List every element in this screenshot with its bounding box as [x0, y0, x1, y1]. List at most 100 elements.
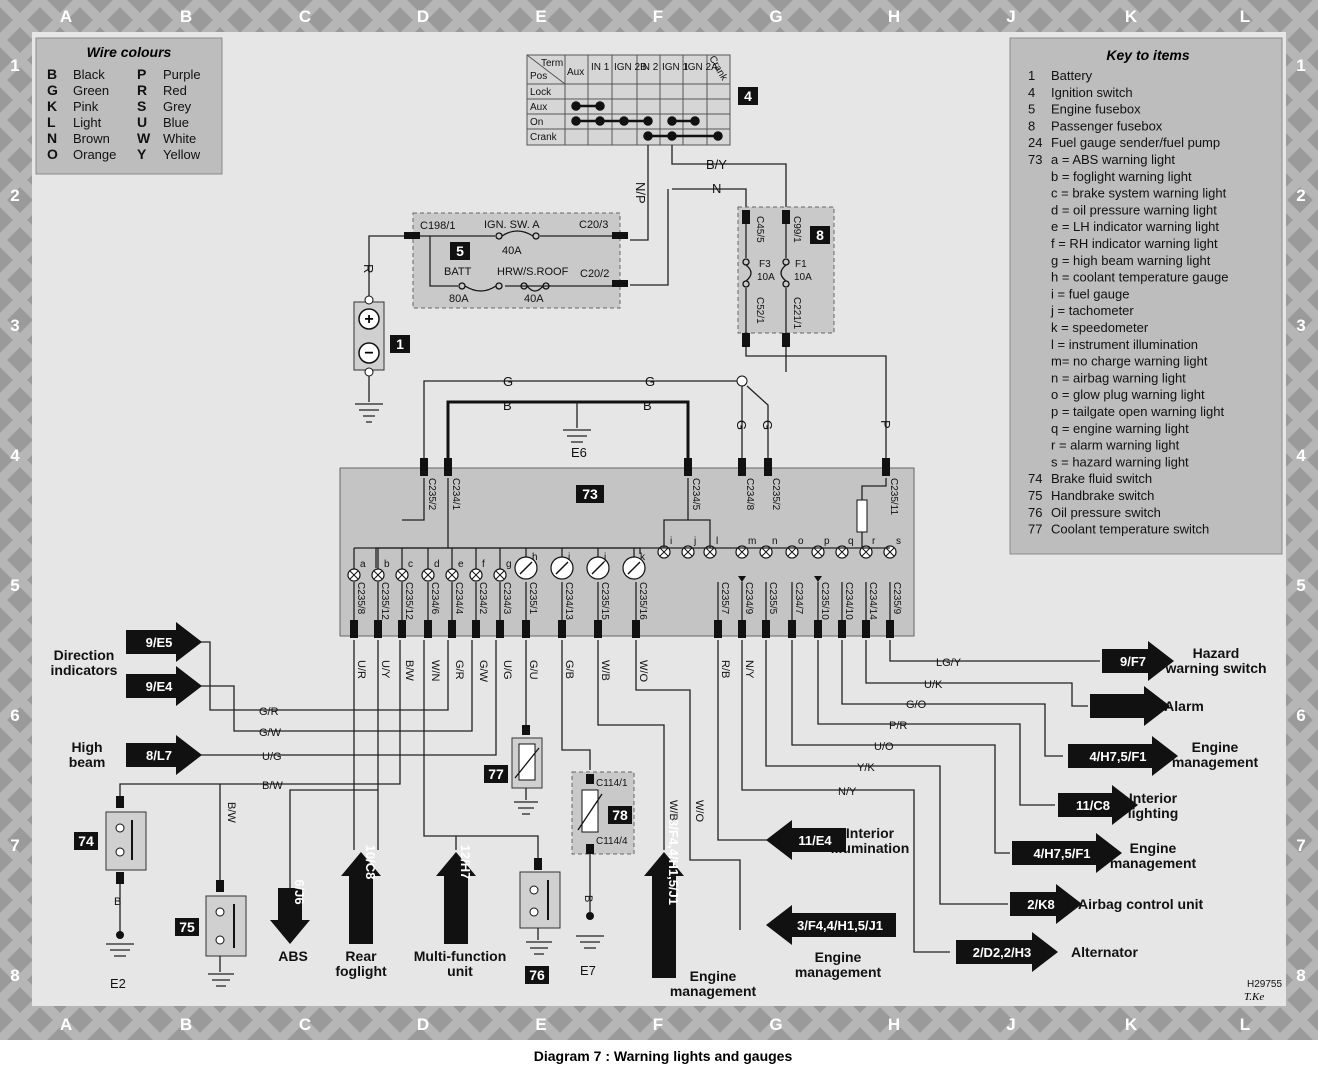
bottom-wire-label: N/Y	[743, 660, 755, 679]
connector-pin	[762, 620, 770, 638]
bottom-connector-label: C235/5	[767, 582, 778, 615]
svg-text:40A: 40A	[502, 245, 522, 257]
svg-text:N: N	[712, 181, 721, 196]
bottom-wire-label: G/B	[563, 660, 575, 679]
svg-text:U/K: U/K	[924, 679, 943, 691]
svg-text:C221/1: C221/1	[791, 297, 802, 330]
lamp-letter: g	[506, 559, 512, 570]
pos-label: Pos	[530, 71, 547, 82]
grid-row-label: 3	[10, 316, 19, 335]
reference-arrow-icon	[436, 852, 476, 944]
svg-text:W/B: W/B	[667, 800, 679, 821]
bottom-connector-label: C235/7	[719, 582, 730, 615]
svg-text:10A: 10A	[757, 272, 775, 283]
grid-col-label: H	[888, 1015, 900, 1034]
top-connector-label: C235/11	[888, 478, 899, 516]
svg-text:C20/2: C20/2	[580, 268, 609, 280]
connector-pin	[862, 620, 870, 638]
svg-text:−: −	[364, 345, 373, 362]
svg-text:F3: F3	[759, 259, 771, 270]
key-item-label: e = LH indicator warning light	[1051, 219, 1219, 234]
svg-text:G: G	[645, 374, 655, 389]
reference-code: 4/H7,5/F1	[1089, 749, 1146, 764]
diode-icon	[738, 576, 746, 582]
fusebox5-tag: 5	[456, 243, 464, 259]
grid-col-label: L	[1240, 1015, 1250, 1034]
svg-text:Green: Green	[73, 83, 109, 98]
reference-arrow-icon	[126, 666, 202, 706]
svg-text:IGN 1: IGN 1	[662, 62, 689, 73]
svg-text:G/W: G/W	[259, 727, 282, 739]
reference-code: 9/F7	[1120, 654, 1146, 669]
reference-label: ABS	[278, 948, 308, 964]
key-item-label: o = glow plug warning light	[1051, 387, 1205, 402]
key-item-label: g = high beam warning light	[1051, 253, 1211, 268]
connector-pin	[522, 620, 530, 638]
lamp-letter: l	[716, 536, 718, 547]
bottom-connector-label: C234/9	[743, 582, 754, 615]
reference-label: Engine	[1130, 840, 1177, 856]
svg-text:C198/1: C198/1	[420, 220, 455, 232]
reference-code: 12/H7	[458, 845, 473, 880]
svg-text:On: On	[530, 117, 543, 128]
reference-arrow-icon	[766, 905, 896, 945]
bottom-connector-label: C235/12	[403, 582, 414, 620]
sensor-77: 77	[484, 725, 543, 815]
connector-pin	[632, 620, 640, 638]
svg-text:Aux: Aux	[567, 67, 584, 78]
lower-wires: G/R G/W U/G B/W B/W W/B W/O B B LG/Y U/K…	[114, 640, 1100, 953]
bottom-wire-label: W/O	[637, 660, 649, 682]
bottom-wire-label: U/R	[355, 660, 367, 679]
key-item-number: 74	[1028, 471, 1042, 486]
svg-text:G: G	[47, 82, 58, 98]
grid-row-label: 4	[10, 446, 20, 465]
lamp-letter: j	[603, 552, 606, 563]
connector-pin	[420, 458, 428, 476]
key-item-label: h = coolant temperature gauge	[1051, 270, 1228, 285]
grid-col-label: A	[60, 7, 72, 26]
grid-col-label: B	[180, 1015, 192, 1034]
key-item-label: n = airbag warning light	[1051, 370, 1186, 385]
reference-label: Engine	[1192, 739, 1239, 755]
key-item-label: p = tailgate open warning light	[1051, 404, 1224, 419]
lamp-letter: i	[670, 536, 672, 547]
svg-text:U/O: U/O	[874, 741, 894, 753]
key-item-label: b = foglight warning light	[1051, 169, 1192, 184]
svg-text:P/R: P/R	[889, 720, 907, 732]
bottom-connector-label: C235/10	[819, 582, 830, 620]
svg-text:B: B	[643, 398, 652, 413]
reference-label: management	[1172, 754, 1259, 770]
reference-label: Alarm	[1164, 698, 1204, 714]
reference-arrow-icon	[1012, 833, 1122, 873]
svg-text:R: R	[361, 264, 376, 273]
bottom-connector-label: C235/8	[355, 582, 366, 615]
key-item-label: f = RH indicator warning light	[1051, 236, 1218, 251]
key-item-label: Oil pressure switch	[1051, 505, 1161, 520]
svg-text:C99/1: C99/1	[791, 216, 802, 243]
svg-text:G/R: G/R	[259, 706, 279, 718]
reference-code: 9/E5	[146, 635, 173, 650]
bottom-connector-label: C234/13	[563, 582, 574, 620]
grid-row-label: 7	[10, 836, 19, 855]
connector-pin	[594, 620, 602, 638]
top-connector-label: C234/1	[450, 478, 461, 511]
reference-code: 11/E4	[798, 833, 832, 848]
reference-label: High	[71, 739, 102, 755]
bottom-connector-label: C235/16	[637, 582, 648, 620]
svg-text:G: G	[760, 420, 775, 430]
svg-text:U: U	[137, 114, 147, 130]
svg-text:N: N	[47, 130, 57, 146]
grid-col-label: F	[653, 1015, 663, 1034]
svg-text:N/P: N/P	[633, 182, 648, 204]
svg-text:IN 2: IN 2	[640, 62, 659, 73]
bottom-wire-label: W/B	[599, 660, 611, 681]
svg-text:Y/K: Y/K	[857, 762, 875, 774]
key-item-label: Engine fusebox	[1051, 102, 1141, 117]
reference-code: 3/F4,4/H1,5/J1	[666, 819, 681, 905]
reference-arrow-icon	[1058, 785, 1138, 825]
reference-arrow-icon	[1010, 884, 1082, 924]
reference-label: unit	[447, 963, 473, 979]
svg-text:C114/1: C114/1	[596, 778, 628, 789]
